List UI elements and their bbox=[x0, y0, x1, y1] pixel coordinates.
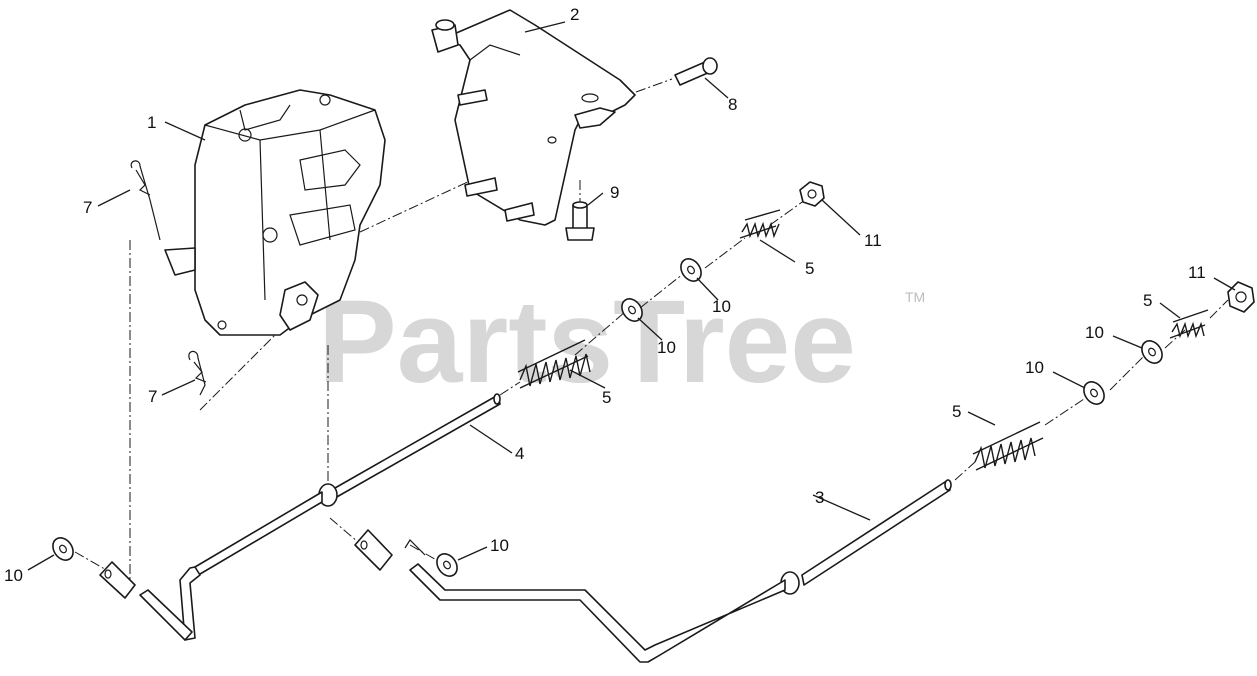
callout-10-c: 10 bbox=[1085, 323, 1104, 342]
callout-9: 9 bbox=[610, 183, 619, 202]
washer-part-10-e bbox=[52, 537, 74, 561]
callout-11-right: 11 bbox=[1188, 263, 1206, 282]
bracket-part-2 bbox=[431, 9, 636, 226]
parts-tree-watermark: PartsTree bbox=[318, 276, 856, 408]
control-housing-part-1 bbox=[164, 89, 386, 336]
spring-part-5-right-small bbox=[1169, 309, 1209, 339]
trademark-mark: TM bbox=[905, 289, 925, 305]
washer-part-10-b bbox=[621, 298, 643, 322]
control-rod-part-4 bbox=[99, 393, 501, 641]
washer-part-10-c bbox=[1141, 340, 1163, 364]
callout-7-upper: 7 bbox=[83, 198, 92, 217]
spring-part-5-lower-right bbox=[972, 421, 1044, 471]
callout-10-b: 10 bbox=[657, 338, 676, 357]
hair-pin-clip-part-7-lower bbox=[188, 350, 207, 396]
callout-7-lower: 7 bbox=[148, 387, 157, 406]
callout-10-d: 10 bbox=[1025, 358, 1044, 377]
callout-8: 8 bbox=[728, 95, 737, 114]
hair-pin-clip-part-7-upper bbox=[130, 160, 161, 241]
callout-leaders bbox=[27, 21, 1236, 571]
washer-part-10-f bbox=[436, 553, 458, 577]
spring-part-5-center bbox=[517, 339, 591, 389]
lock-nut-part-11-right bbox=[1227, 281, 1255, 313]
callout-5-upper: 5 bbox=[805, 259, 814, 278]
callout-4: 4 bbox=[515, 444, 524, 463]
callout-10-e: 10 bbox=[4, 566, 23, 585]
callout-5-center: 5 bbox=[602, 388, 611, 407]
callout-5-lower-right: 5 bbox=[952, 402, 961, 421]
callout-10-a: 10 bbox=[712, 297, 731, 316]
control-rod-part-3 bbox=[354, 479, 952, 663]
callout-5-right: 5 bbox=[1143, 291, 1152, 310]
clevis-pin-part-8 bbox=[674, 57, 718, 86]
callout-2: 2 bbox=[570, 5, 579, 24]
washer-part-10-d bbox=[1083, 381, 1105, 405]
bolt-part-9 bbox=[565, 201, 595, 241]
spring-part-5-upper-small bbox=[739, 209, 781, 239]
callout-1: 1 bbox=[147, 113, 156, 132]
callout-3: 3 bbox=[815, 488, 824, 507]
lock-nut-part-11-upper bbox=[799, 181, 825, 207]
callout-10-f: 10 bbox=[490, 536, 509, 555]
callout-labels: 1 2 3 4 5 5 5 5 7 7 8 9 10 10 10 10 10 1… bbox=[4, 5, 1206, 585]
callout-11-upper: 11 bbox=[864, 231, 882, 250]
